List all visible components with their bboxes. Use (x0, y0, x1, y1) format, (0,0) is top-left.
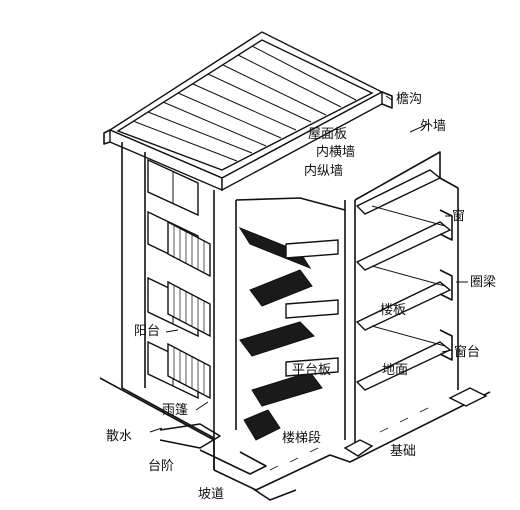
label-apron: 散水 (106, 429, 133, 444)
label-ground-floor: 地面 (382, 363, 409, 378)
label-ramp: 坡道 (198, 487, 225, 502)
label-eave-gutter: 檐沟 (396, 92, 423, 107)
label-stair-flight: 楼梯段 (282, 431, 322, 446)
label-landing-slab: 平台板 (292, 363, 332, 378)
label-window: 窗 (452, 209, 466, 224)
label-inner-cross-wall: 内横墙 (316, 145, 356, 160)
ground-foundation (99, 377, 491, 501)
label-steps: 台阶 (148, 459, 175, 474)
label-inner-long-wall: 内纵墙 (304, 164, 344, 179)
label-floor-slab: 楼板 (380, 303, 407, 318)
balconies (167, 220, 211, 400)
leader-lines (149, 95, 468, 433)
stair-core (235, 197, 346, 441)
roof (103, 31, 393, 192)
label-outer-wall: 外墙 (420, 119, 447, 134)
label-balcony: 阳台 (134, 324, 161, 339)
label-ring-beam: 圈梁 (470, 275, 497, 290)
label-window-sill: 窗台 (454, 345, 481, 360)
right-floor-block (354, 151, 459, 448)
label-foundation: 基础 (390, 444, 417, 459)
label-roof-slab: 屋面板 (308, 127, 348, 142)
label-canopy: 雨篷 (162, 403, 189, 418)
